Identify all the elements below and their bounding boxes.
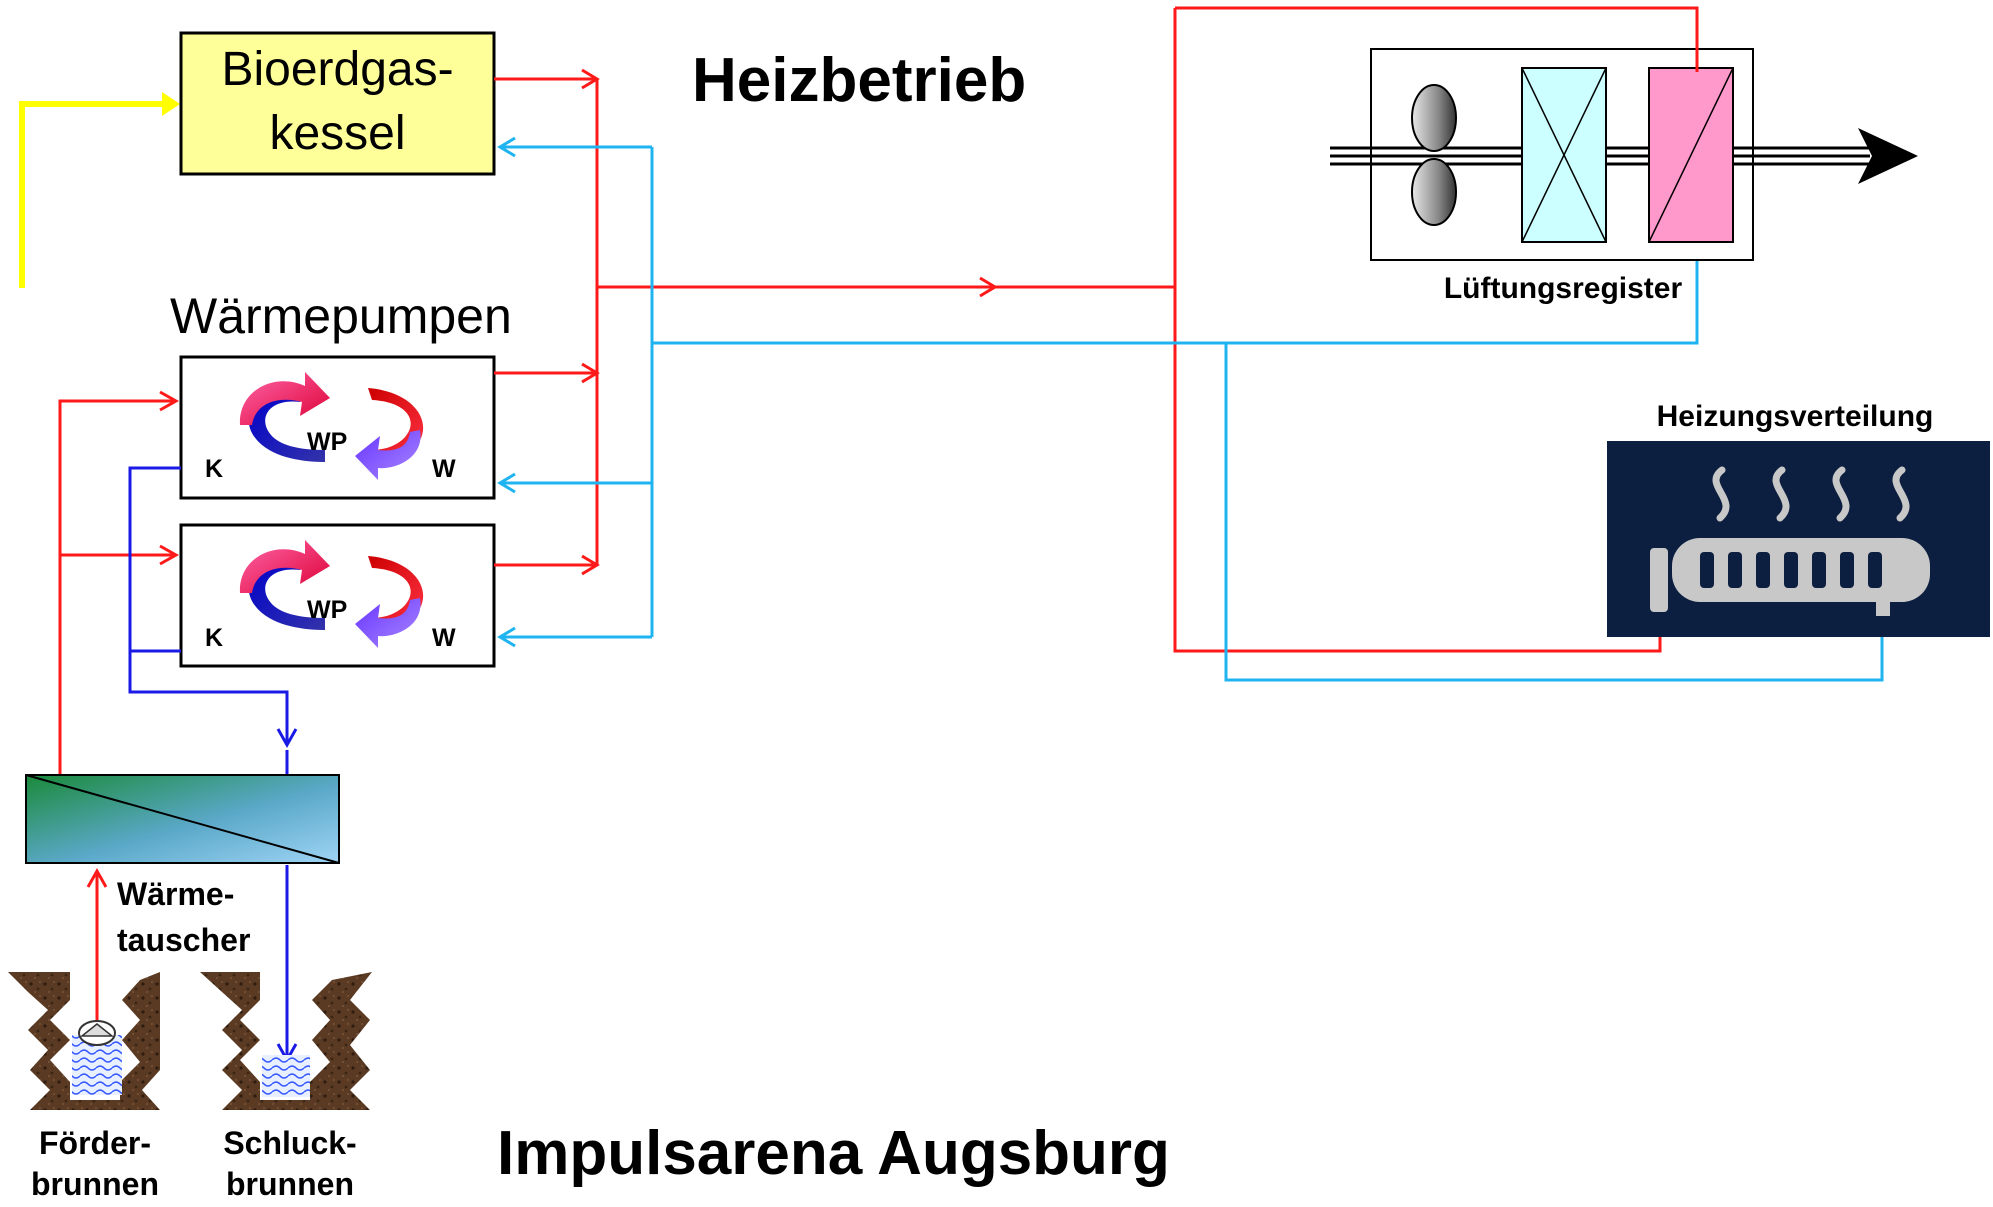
return-well-label-line1: Schluck- xyxy=(223,1125,357,1161)
gas-supply-line xyxy=(19,92,180,288)
fan-icon xyxy=(1411,84,1457,226)
heatpump-2-label: WP xyxy=(307,596,348,624)
heat-exchanger-label-line2: tauscher xyxy=(117,922,251,958)
arrow-icon xyxy=(1858,128,1918,184)
heatpump-cycle-icon xyxy=(239,372,424,480)
heatpump-1-warm-side: W xyxy=(432,455,456,483)
boiler-label-line1: Bioerdgas- xyxy=(221,43,454,96)
groundwater-lines xyxy=(128,466,298,1064)
heat-exchanger xyxy=(25,774,340,864)
return-well-label-line2: brunnen xyxy=(226,1166,354,1202)
supply-well-label-line2: brunnen xyxy=(31,1166,159,1202)
heatpumps-heading: Wärmepumpen xyxy=(170,288,512,344)
heatpump-2-box xyxy=(179,523,496,668)
heatpump-cycle-icon xyxy=(239,540,424,648)
boiler-label-line2: kessel xyxy=(269,107,406,160)
page-title: Heizbetrieb xyxy=(692,46,1027,115)
heatpump-2-warm-side: W xyxy=(432,624,456,652)
return-well xyxy=(200,972,372,1110)
heatpump-1-box xyxy=(179,355,496,500)
boiler-box xyxy=(179,31,496,176)
ventilation-register-label: Lüftungsregister xyxy=(1443,272,1683,305)
heat-exchanger-label-line1: Wärme- xyxy=(117,876,235,912)
heatpump-2-cold-side: K xyxy=(205,624,224,652)
pump-icon xyxy=(78,1020,116,1046)
cooling-coil xyxy=(1521,67,1607,243)
heating-distribution-label: Heizungsverteilung xyxy=(1656,400,1934,433)
heatpump-1-label: WP xyxy=(307,428,348,456)
footer-title: Impulsarena Augsburg xyxy=(497,1119,1170,1188)
heating-coil xyxy=(1648,67,1734,243)
cold-return-lines xyxy=(497,136,1884,682)
supply-well-label-line1: Förder- xyxy=(39,1125,151,1161)
radiator-icon xyxy=(1607,441,1990,637)
heatpump-1-cold-side: K xyxy=(205,455,224,483)
ventilation-register xyxy=(1330,48,1918,261)
